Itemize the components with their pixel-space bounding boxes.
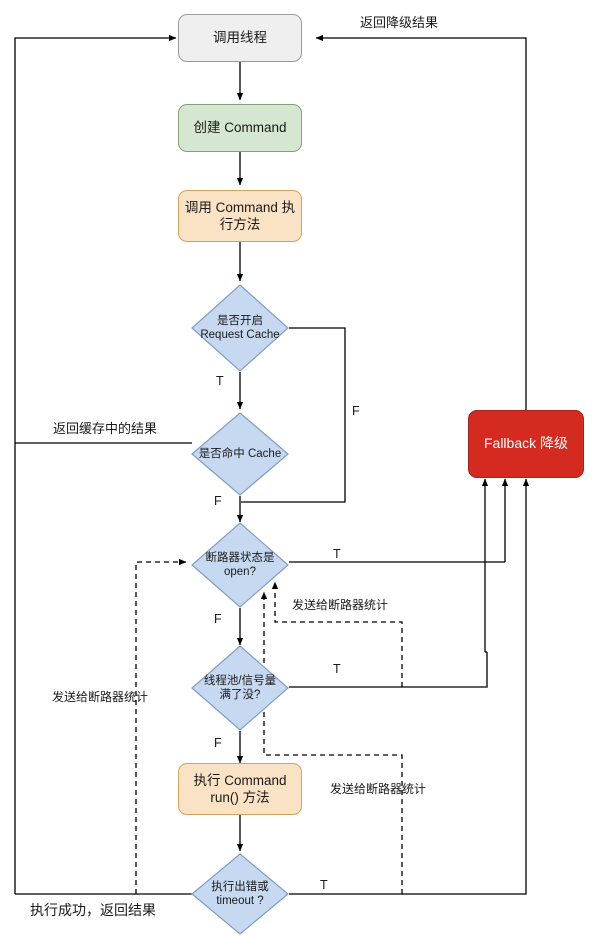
node-run-method[interactable]: 执行 Command run() 方法 bbox=[178, 763, 302, 815]
edge-label-circuit-true: T bbox=[333, 547, 341, 561]
edge-label-send-metrics-circuit: 发送给断路器统计 bbox=[292, 596, 388, 613]
node-request-cache-label: 是否开启 Request Cache bbox=[191, 314, 289, 342]
node-pool-full-line2: 满了没? bbox=[219, 689, 261, 701]
error-timeout-diamond-shape bbox=[191, 853, 289, 935]
node-error-or-timeout-label: 执行出错或 timeout ? bbox=[191, 880, 289, 908]
edge-requestcache-false bbox=[241, 327, 346, 503]
edge-error-true bbox=[289, 478, 530, 895]
node-invoke-command-line2: 行方法 bbox=[219, 217, 261, 232]
error-true-text: T bbox=[320, 878, 328, 892]
node-request-cache-line1: 是否开启 bbox=[217, 314, 263, 327]
edge-label-send-metrics-pool: 发送给断路器统计 bbox=[52, 688, 148, 705]
edge-label-circuit-false: F bbox=[214, 612, 222, 626]
edge-label-send-metrics-run: 发送给断路器统计 bbox=[330, 780, 426, 797]
edge-label-requestcache-true: T bbox=[216, 374, 224, 388]
pool-true-text: T bbox=[333, 662, 341, 676]
node-cache-hit-label: 是否命中 Cache bbox=[198, 447, 282, 460]
requestcache-true-text: T bbox=[216, 374, 224, 388]
node-circuit-open-label: 断路器状态是 open? bbox=[191, 551, 289, 579]
pool-full-diamond-shape bbox=[191, 645, 289, 731]
edge-label-pool-true: T bbox=[333, 662, 341, 676]
edge-label-return-cached-result: 返回缓存中的结果 bbox=[53, 418, 157, 437]
send-metrics-pool-text: 发送给断路器统计 bbox=[52, 690, 149, 704]
edge-label-error-true: T bbox=[320, 878, 328, 892]
circuit-true-text: T bbox=[333, 547, 341, 561]
cache-hit-diamond-shape bbox=[191, 412, 289, 496]
node-run-method-line2: run() 方法 bbox=[210, 790, 270, 805]
node-pool-full[interactable]: 线程池/信号量 满了没? bbox=[191, 645, 289, 731]
node-invoke-command-line1: 调用 Command 执 bbox=[184, 199, 296, 215]
node-error-or-timeout-line1: 执行出错或 bbox=[211, 880, 269, 893]
edge-left-bus-to-start bbox=[14, 34, 177, 894]
node-run-method-label: 执行 Command run() 方法 bbox=[193, 772, 286, 807]
edge-label-success-return-result: 执行成功，返回结果 bbox=[30, 900, 156, 920]
edge-label-cachehit-false: F bbox=[214, 494, 222, 508]
node-cache-hit[interactable]: 是否命中 Cache bbox=[191, 412, 289, 496]
pool-false-text: F bbox=[214, 736, 222, 750]
node-invoke-command[interactable]: 调用 Command 执 行方法 bbox=[178, 190, 302, 242]
node-pool-full-line1: 线程池/信号量 bbox=[203, 674, 277, 687]
node-create-command-label: 创建 Command bbox=[193, 120, 287, 136]
node-circuit-open[interactable]: 断路器状态是 open? bbox=[191, 522, 289, 608]
edge-pool-true bbox=[289, 652, 488, 688]
edge-fallback-return bbox=[315, 34, 527, 410]
edge-label-requestcache-false: F bbox=[352, 404, 360, 418]
node-error-or-timeout[interactable]: 执行出错或 timeout ? bbox=[191, 853, 289, 935]
node-fallback-label: Fallback 降级 bbox=[483, 435, 569, 452]
circuit-false-text: F bbox=[214, 612, 222, 626]
requestcache-false-text: F bbox=[352, 404, 360, 418]
cachehit-false-text: F bbox=[214, 494, 222, 508]
node-request-cache-line2: Request Cache bbox=[200, 329, 280, 341]
send-metrics-circuit-text: 发送给断路器统计 bbox=[292, 598, 389, 612]
success-return-result-text: 执行成功，返回结果 bbox=[30, 902, 156, 918]
node-error-or-timeout-line2: timeout ? bbox=[216, 895, 264, 907]
node-request-cache[interactable]: 是否开启 Request Cache bbox=[191, 284, 289, 372]
node-circuit-open-line1: 断路器状态是 bbox=[205, 551, 275, 564]
send-metrics-run-text: 发送给断路器统计 bbox=[330, 782, 427, 796]
request-cache-diamond-shape bbox=[191, 284, 289, 372]
node-create-command[interactable]: 创建 Command bbox=[178, 104, 302, 152]
circuit-open-diamond-shape bbox=[191, 522, 289, 608]
node-fallback[interactable]: Fallback 降级 bbox=[468, 410, 584, 478]
dashed-metrics-left-bus bbox=[135, 558, 187, 894]
node-start[interactable]: 调用线程 bbox=[178, 14, 302, 62]
node-pool-full-label: 线程池/信号量 满了没? bbox=[191, 674, 289, 702]
edge-label-return-fallback-result: 返回降级结果 bbox=[360, 12, 438, 31]
node-invoke-command-label: 调用 Command 执 行方法 bbox=[185, 199, 295, 234]
dashed-metrics-run bbox=[260, 591, 403, 894]
node-start-label: 调用线程 bbox=[213, 30, 267, 46]
edge-label-pool-false: F bbox=[214, 736, 222, 750]
return-fallback-result-text: 返回降级结果 bbox=[360, 15, 439, 30]
node-circuit-open-line2: open? bbox=[224, 566, 256, 578]
return-cached-result-text: 返回缓存中的结果 bbox=[53, 421, 158, 436]
dashed-metrics-pool bbox=[271, 581, 403, 687]
node-run-method-line1: 执行 Command bbox=[193, 772, 287, 788]
